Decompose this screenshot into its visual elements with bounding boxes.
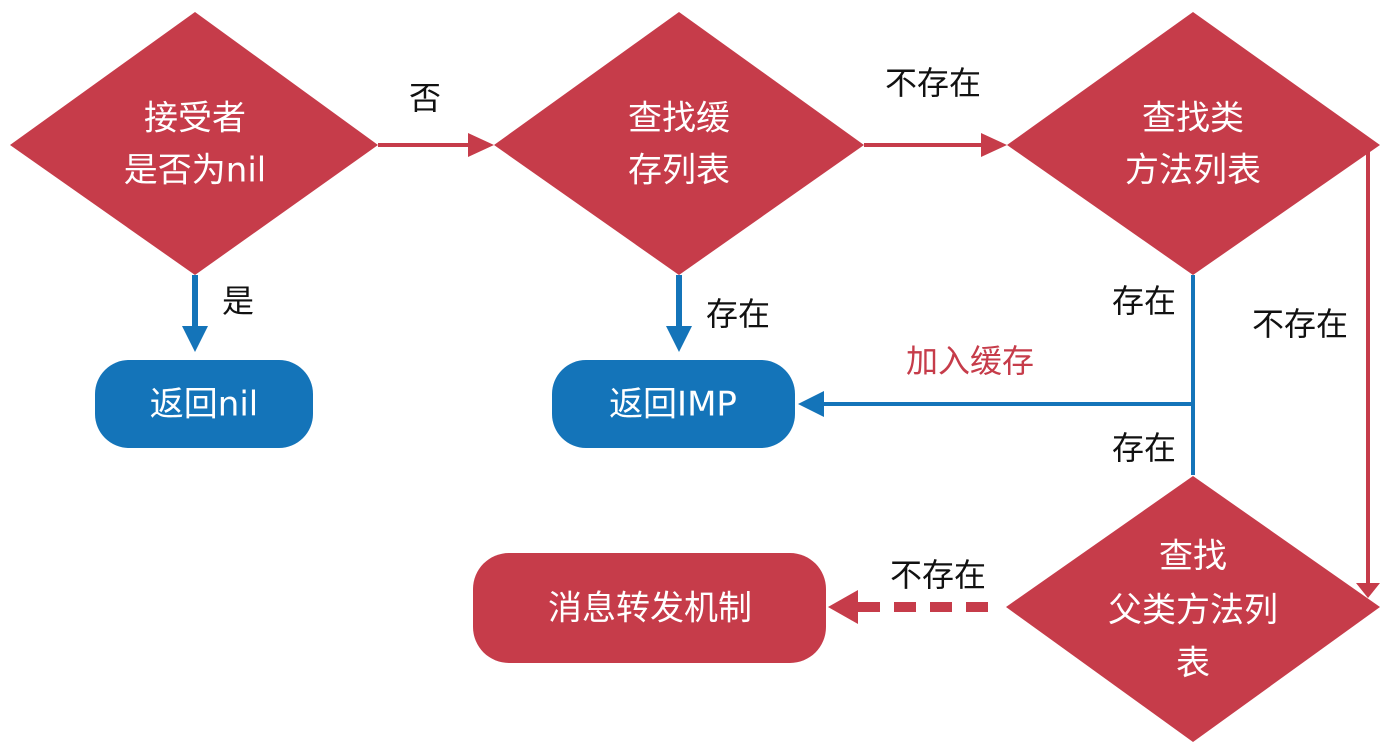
decision-superclass-line1: 查找 bbox=[1159, 537, 1227, 577]
terminal-return-nil bbox=[95, 360, 313, 448]
edge-label-cache-miss: 不存在 bbox=[885, 64, 981, 102]
arrowhead-add-to-cache bbox=[798, 391, 824, 417]
decision-receiver-nil-line1: 接受者 bbox=[144, 99, 246, 139]
edge-label-class-hit: 存在 bbox=[1112, 282, 1176, 320]
decision-class-methods-line2: 方法列表 bbox=[1125, 151, 1261, 191]
arrowhead-cache-to-class bbox=[981, 133, 1007, 157]
decision-superclass-line3: 表 bbox=[1176, 644, 1210, 684]
terminal-return-nil-label: 返回nil bbox=[150, 385, 258, 425]
edge-label-super-miss: 不存在 bbox=[890, 556, 986, 594]
decision-cache-lookup-line2: 存列表 bbox=[628, 151, 730, 191]
edge-label-add-to-cache: 加入缓存 bbox=[906, 342, 1034, 380]
decision-class-methods bbox=[1007, 12, 1380, 275]
decision-superclass-line2: 父类方法列 bbox=[1108, 591, 1278, 631]
decision-cache-lookup-line1: 查找缓 bbox=[628, 99, 730, 139]
terminal-return-imp bbox=[552, 360, 795, 448]
terminal-return-imp-label: 返回IMP bbox=[609, 385, 737, 425]
edge-label-super-hit: 存在 bbox=[1112, 429, 1176, 467]
terminal-message-forwarding-label: 消息转发机制 bbox=[548, 589, 752, 629]
decision-cache-lookup bbox=[494, 12, 864, 275]
edge-label-no: 否 bbox=[409, 79, 441, 117]
decision-receiver-nil-line2: 是否为nil bbox=[124, 151, 266, 191]
edge-label-class-miss: 不存在 bbox=[1252, 305, 1348, 343]
decision-receiver-nil bbox=[10, 12, 378, 275]
edge-label-yes: 是 bbox=[222, 282, 254, 320]
edge-label-cache-hit: 存在 bbox=[706, 295, 770, 333]
arrowhead-receiver-to-return-nil bbox=[182, 326, 208, 352]
arrowhead-class-to-super bbox=[1356, 583, 1380, 598]
terminal-message-forwarding bbox=[473, 553, 826, 663]
decision-class-methods-line1: 查找类 bbox=[1142, 99, 1244, 139]
arrowhead-super-to-forwarding bbox=[828, 590, 858, 624]
arrowhead-receiver-to-cache bbox=[468, 133, 494, 157]
decision-superclass-methods bbox=[1006, 476, 1380, 742]
arrowhead-cache-to-return-imp bbox=[666, 326, 692, 352]
